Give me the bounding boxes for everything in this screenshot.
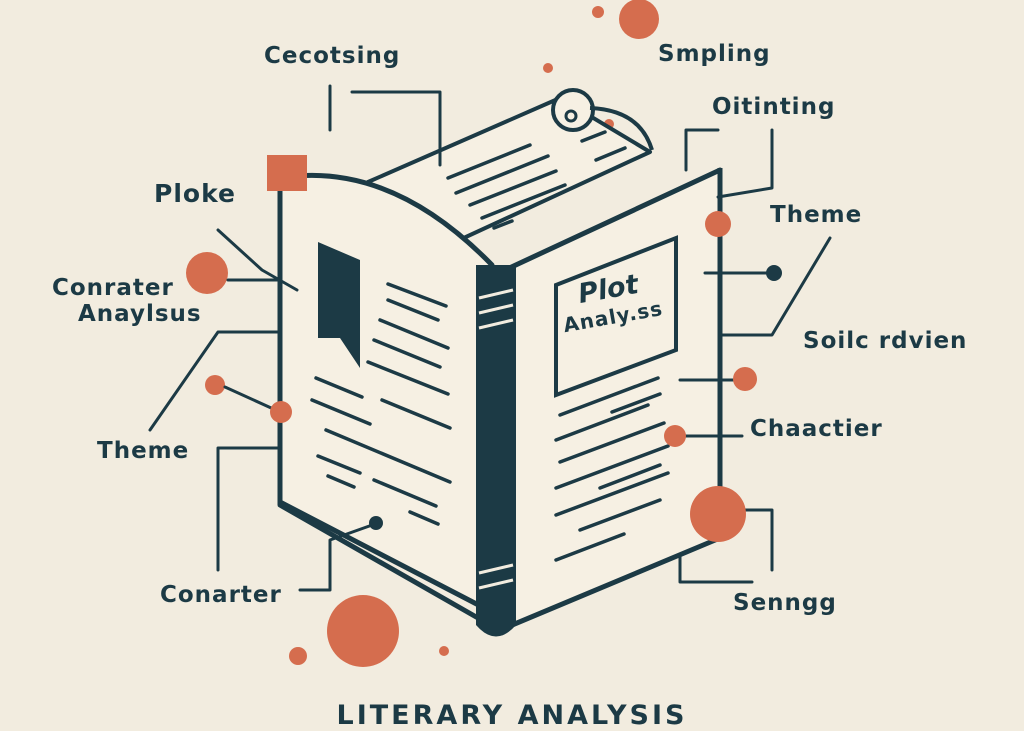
accent-dot bbox=[619, 0, 659, 39]
label-chaactier: Chaactier bbox=[750, 416, 883, 442]
node-dot bbox=[369, 516, 383, 530]
label-soilc-rdvien: Soilc rdvien bbox=[803, 328, 968, 354]
connector-lines bbox=[148, 84, 832, 592]
plot-analysis-box bbox=[554, 235, 678, 398]
node-dot bbox=[733, 367, 757, 391]
accent-dot bbox=[186, 252, 228, 294]
node-dot bbox=[664, 425, 686, 447]
label-conrater-line2: Anaylsus bbox=[78, 301, 202, 328]
label-conrater-analysis: Conrater Anaylsus bbox=[52, 275, 202, 328]
label-conarter: Conarter bbox=[160, 582, 282, 608]
accent-dot bbox=[439, 646, 449, 656]
bookmark-icon bbox=[318, 242, 360, 368]
node-dot bbox=[705, 211, 731, 237]
accent-dot bbox=[327, 595, 399, 667]
label-smpling: Smpling bbox=[658, 41, 771, 67]
right-page bbox=[502, 167, 723, 631]
node-dot bbox=[270, 401, 292, 423]
square-node bbox=[267, 155, 307, 191]
label-cecotsing: Cecotsing bbox=[264, 43, 401, 69]
connector-nodes bbox=[267, 155, 782, 542]
label-oitinting: Oitinting bbox=[712, 94, 836, 120]
node-dot bbox=[766, 265, 782, 281]
book-spine bbox=[476, 265, 516, 637]
left-cover bbox=[277, 180, 480, 621]
label-senngg: Senngg bbox=[733, 590, 837, 616]
label-conrater-line1: Conrater bbox=[52, 275, 174, 301]
label-theme-left: Theme bbox=[97, 438, 190, 464]
accent-dot bbox=[543, 63, 553, 73]
accent-dot bbox=[592, 6, 604, 18]
left-page bbox=[277, 172, 495, 615]
label-theme-right: Theme bbox=[770, 202, 863, 228]
node-dot bbox=[690, 486, 746, 542]
footer-title: LITERARY ANALYSIS bbox=[336, 700, 688, 731]
label-ploke: Ploke bbox=[154, 179, 236, 208]
accent-dot bbox=[289, 647, 307, 665]
accent-dot bbox=[205, 375, 225, 395]
